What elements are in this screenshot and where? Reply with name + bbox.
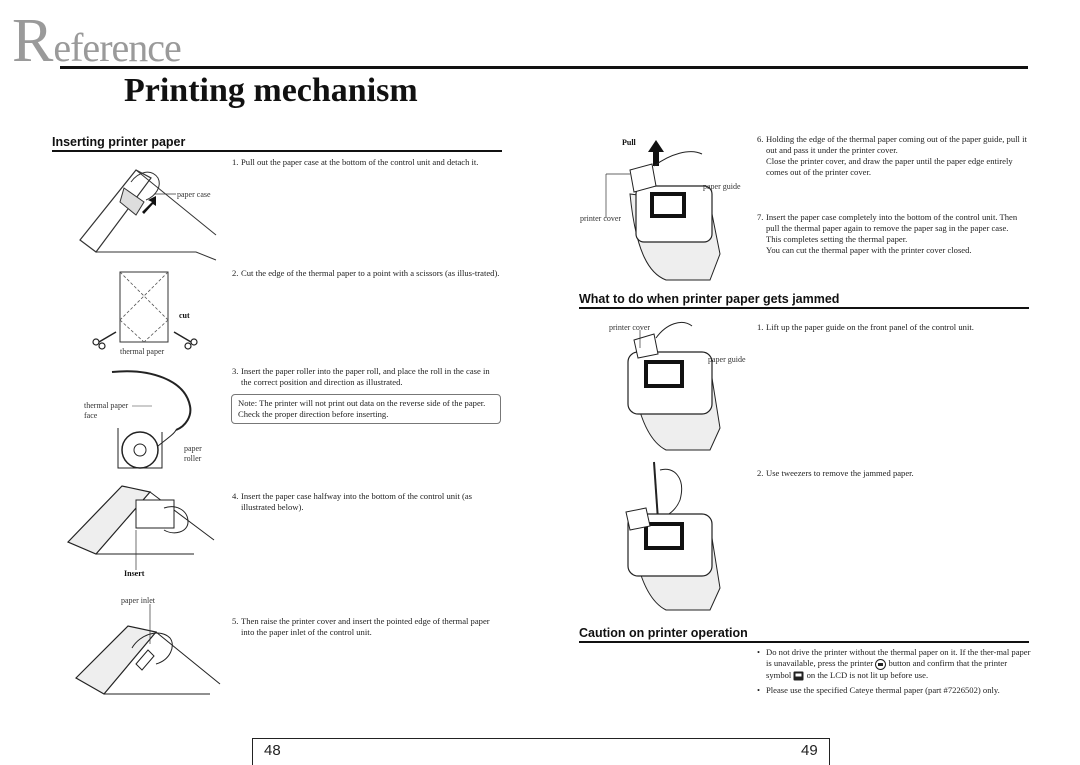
illustration-tweezers	[625, 461, 721, 611]
header-rule	[60, 66, 1028, 69]
section-rest: eference	[53, 25, 181, 70]
heading-inserting-paper: Inserting printer paper	[52, 135, 186, 149]
label-printer-cover-2: printer cover	[609, 323, 651, 332]
jam-step-2: 2.Use tweezers to remove the jammed pape…	[757, 468, 914, 478]
step-3: 3.Insert the paper roller into the paper…	[232, 366, 490, 387]
label-insert: Insert	[124, 569, 145, 578]
label-paper-case: paper case	[177, 190, 211, 199]
note-box: Note: The printer will not print out dat…	[231, 394, 501, 424]
illustration-paper-roll	[111, 370, 192, 469]
printer-symbol-icon	[793, 671, 804, 681]
label-paper-guide-2: paper guide	[708, 355, 746, 364]
page-title: Printing mechanism	[124, 72, 418, 109]
step-6: 6. Holding the edge of the thermal paper…	[757, 134, 1027, 177]
illustration-paper-inlet	[75, 604, 221, 695]
illustration-paper-case	[79, 169, 217, 261]
caution-bullet-1: • Do not drive the printer without the t…	[757, 647, 1031, 681]
step-5: 5.Then raise the printer cover and inser…	[232, 616, 490, 637]
section-title-reference: Reference	[12, 7, 182, 75]
label-printer-cover: printer cover	[580, 214, 622, 223]
heading-paper-jammed: What to do when printer paper gets jamme…	[579, 292, 840, 306]
page-number-left: 48	[264, 742, 281, 759]
heading-rule-caution	[579, 641, 1029, 643]
jam-step-1: 1.Lift up the paper guide on the front p…	[757, 322, 974, 332]
page-footer-box	[252, 738, 830, 765]
heading-rule	[52, 150, 502, 152]
leader-line	[132, 405, 152, 407]
illustration-lift-guide	[627, 322, 721, 451]
illustration-pull-paper	[605, 140, 721, 281]
step-4: 4.Insert the paper case halfway into the…	[232, 491, 473, 512]
section-initial: R	[12, 7, 54, 75]
caution-bullet-2: •Please use the specified Cateye thermal…	[757, 685, 1000, 695]
label-thermal-paper: thermal paper	[120, 347, 165, 356]
heading-caution: Caution on printer operation	[579, 626, 748, 640]
printer-button-icon	[875, 658, 887, 670]
label-paper-guide: paper guide	[703, 182, 741, 191]
step-2: 2.Cut the edge of the thermal paper to a…	[232, 268, 500, 278]
label-cut: cut	[179, 311, 190, 320]
illustration-cut-paper	[92, 271, 198, 350]
label-paper-inlet: paper inlet	[121, 596, 155, 605]
page-number-right: 49	[801, 742, 818, 759]
illustration-insert-case	[66, 485, 215, 570]
step-1: 1.Pull out the paper case at the bottom …	[232, 157, 479, 167]
heading-rule-jammed	[579, 307, 1029, 309]
step-7: 7. Insert the paper case completely into…	[757, 212, 1018, 255]
label-pull: Pull	[622, 138, 636, 147]
